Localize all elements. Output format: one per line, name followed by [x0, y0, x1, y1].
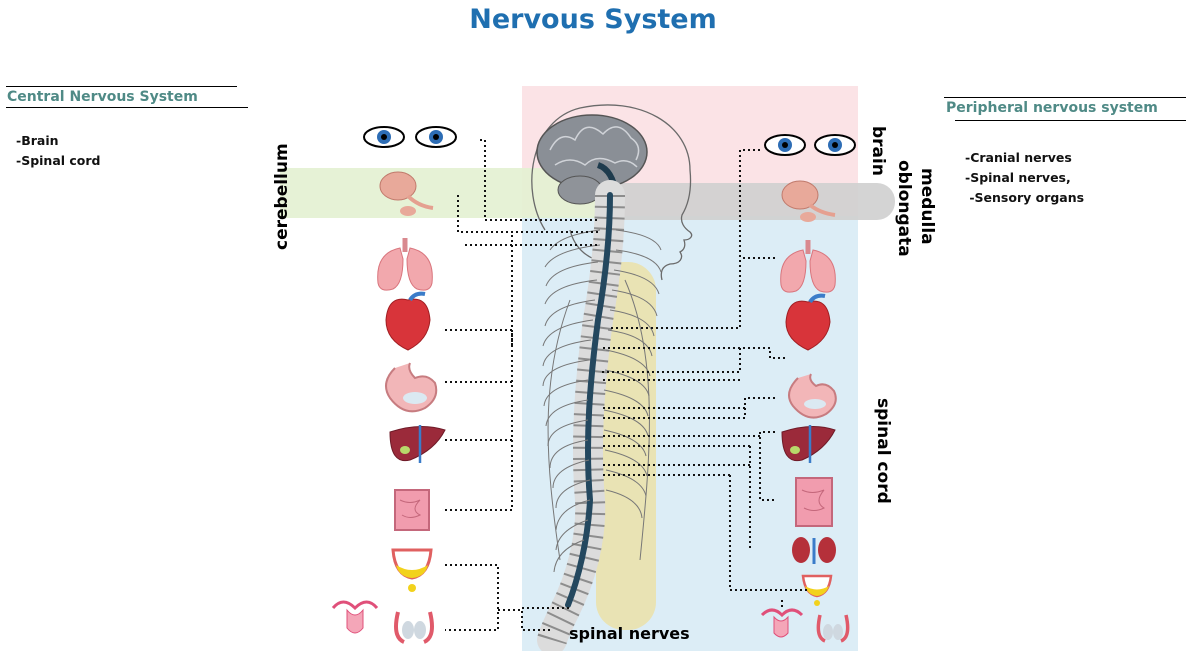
- testes-icon-left: [396, 612, 432, 642]
- medulla-label-line1: medulla: [917, 168, 937, 245]
- eyes-icon-left: [364, 127, 456, 147]
- stomach-icon-left: [386, 363, 436, 411]
- medulla-band: [600, 183, 895, 220]
- brain-label: brain: [868, 126, 888, 176]
- spinal-nerves-label: spinal nerves: [569, 624, 690, 643]
- lungs-icon-left: [378, 238, 433, 290]
- intestines-icon-left: [395, 490, 429, 530]
- uterus-icon-left: [333, 602, 377, 633]
- bladder-icon-left: [393, 550, 431, 592]
- heart-icon-left: [386, 294, 430, 350]
- kidneys-icon-right: [792, 537, 836, 564]
- cerebellum-label: cerebellum: [272, 143, 292, 250]
- liver-icon-left: [390, 425, 445, 463]
- spinal-cord-label: spinal cord: [873, 398, 893, 504]
- intestines-icon-right: [796, 478, 832, 526]
- medulla-label-line2: oblongata: [894, 160, 914, 257]
